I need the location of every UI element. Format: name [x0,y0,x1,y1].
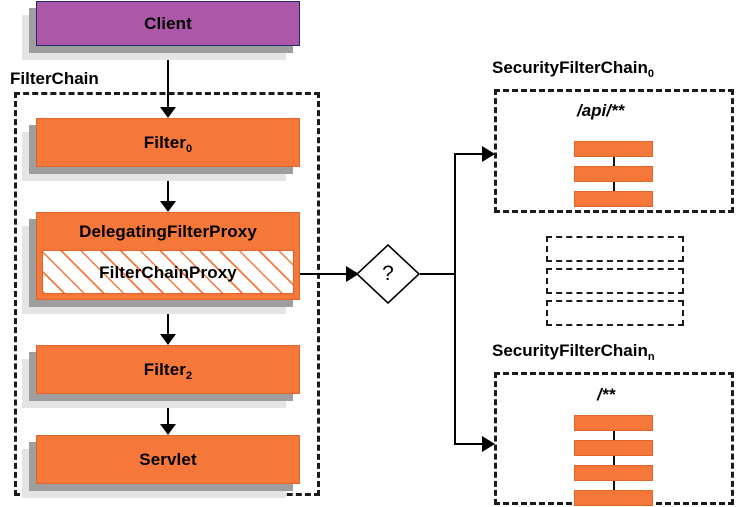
security-chain-n-pattern: /** [597,385,615,404]
security-chain-placeholder [546,268,684,294]
filter-chain-proxy-hatch [43,251,293,293]
security-chain-placeholder [546,236,684,262]
security-chain-n-pattern-label: /** [597,386,615,403]
decision-diamond-shape [356,244,420,304]
filter-0-subscript: 0 [185,143,193,155]
servlet-face: Servlet [36,435,300,484]
arrow-down-to-filter2 [160,334,176,345]
arrow-right-to-chain-0 [482,146,495,162]
security-chain-0-filter-bar[interactable] [574,166,653,182]
security-chain-0-filter-bar[interactable] [574,191,653,207]
decision-label: ? [382,262,394,285]
delegating-filter-proxy-node[interactable]: DelegatingFilterProxy FilterChainProxy [22,212,300,314]
security-chain-0-container [494,89,734,213]
security-chain-n-title: SecurityFilterChainn [492,341,655,363]
security-chain-0-title: SecurityFilterChain0 [492,58,654,80]
connector-client-filter0 [167,52,169,112]
filter-0-label: Filter0 [143,133,192,155]
security-chain-n-label: SecurityFilterChain [492,341,648,360]
filter-0-text: Filter [143,133,186,152]
security-chain-placeholder [546,300,684,326]
arrow-right-to-chain-n [482,436,495,452]
connector-branch-lower [454,443,490,445]
security-chain-n-filter-bar[interactable] [574,440,653,456]
filter-0-node[interactable]: Filter0 [22,118,300,181]
security-chain-n-filter-bar[interactable] [574,465,653,481]
filter-chain-proxy-node[interactable]: FilterChainProxy [42,250,294,294]
connector-fcp-to-decision [300,273,352,275]
connector-branch-upper [454,153,490,155]
security-chain-0-subscript: 0 [647,68,654,80]
decision-node[interactable]: ? [356,244,420,304]
servlet-node[interactable]: Servlet [22,435,300,498]
connector-dfp-filter2 [167,306,169,340]
arrow-down-to-filter0 [160,107,176,118]
filter-2-node[interactable]: Filter2 [22,345,300,408]
security-chain-0-bar-link [613,182,615,191]
servlet-label: Servlet [139,450,197,469]
security-chain-n-bar-link [613,431,615,440]
connector-filter0-dfp [167,173,169,207]
filterchain-group-label: FilterChain [10,69,99,88]
connector-filter2-servlet [167,400,169,430]
arrow-down-to-dfp [160,201,176,212]
security-chain-0-filter-bar[interactable] [574,141,653,157]
connector-decision-out [420,273,456,275]
arrow-right-to-decision [346,266,359,282]
connector-branch-spine [454,153,456,444]
arrow-down-to-servlet [160,424,176,435]
filter-2-label: Filter2 [143,360,192,382]
delegating-filter-proxy-label: DelegatingFilterProxy [79,222,257,241]
security-chain-n-bar-link [613,456,615,465]
security-chain-0-pattern: /api/** [577,101,625,120]
security-chain-0-label: SecurityFilterChain [492,58,648,77]
security-chain-n-filter-bar[interactable] [574,415,653,431]
security-chain-n-bar-link [613,481,615,490]
client-face: Client [36,1,300,46]
security-chain-n-subscript: n [647,351,655,363]
filter-2-subscript: 2 [185,370,193,382]
dfp-face: DelegatingFilterProxy FilterChainProxy [36,212,300,300]
security-chain-0-bar-link [613,157,615,166]
dfp-title-row: DelegatingFilterProxy [37,213,299,250]
security-chain-0-pattern-label: /api/** [577,102,624,119]
filterchain-group-title: FilterChain [10,70,99,87]
filter-chain-proxy-label: FilterChainProxy [99,262,237,282]
client-node[interactable]: Client [22,1,300,60]
filter-2-face: Filter2 [36,345,300,394]
security-chain-n-filter-bar[interactable] [574,490,653,506]
filter-2-text: Filter [143,360,186,379]
client-label: Client [144,14,192,33]
decision-label-wrap: ? [356,244,420,304]
filter-0-face: Filter0 [36,118,300,167]
